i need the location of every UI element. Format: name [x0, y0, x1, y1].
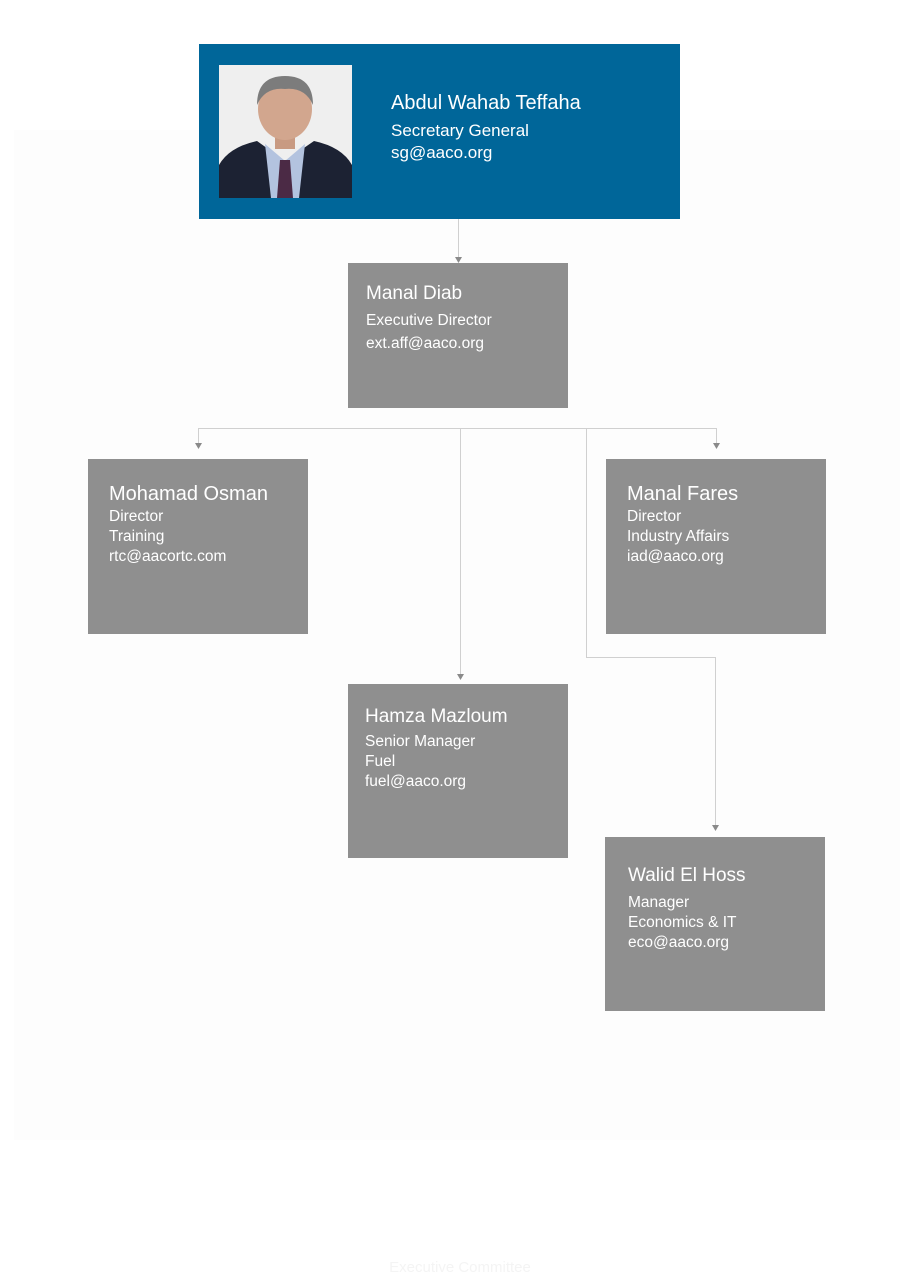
industry-affairs-director-box: Manal Fares Director Industry Affairs ia…	[606, 459, 826, 634]
person-department: Training	[109, 528, 165, 545]
person-title: Director	[627, 508, 682, 525]
person-name: Manal Fares	[627, 483, 739, 505]
person-department: Fuel	[365, 753, 396, 770]
person-name: Manal Diab	[366, 283, 463, 304]
economics-manager-box: Walid El Hoss Manager Economics & IT eco…	[605, 837, 825, 1011]
person-name: Mohamad Osman	[109, 483, 268, 505]
person-title: Manager	[628, 894, 690, 911]
secretary-general-box: Abdul Wahab Teffaha Secretary General sg…	[199, 44, 680, 219]
person-department: Industry Affairs	[627, 528, 730, 545]
person-title: Director	[109, 508, 164, 525]
person-name: Abdul Wahab Teffaha	[391, 92, 581, 114]
person-department: Economics & IT	[628, 914, 737, 931]
training-director-box: Mohamad Osman Director Training rtc@aaco…	[88, 459, 308, 634]
person-email[interactable]: fuel@aaco.org	[365, 773, 467, 790]
person-name: Walid El Hoss	[628, 865, 746, 886]
person-email[interactable]: sg@aaco.org	[391, 143, 493, 162]
executive-director-box: Manal Diab Executive Director ext.aff@aa…	[348, 263, 568, 408]
person-title: Secretary General	[391, 121, 529, 140]
person-title: Senior Manager	[365, 733, 476, 750]
person-email[interactable]: iad@aaco.org	[627, 548, 724, 565]
profile-photo	[219, 65, 352, 198]
fuel-manager-box: Hamza Mazloum Senior Manager Fuel fuel@a…	[348, 684, 568, 858]
footer-caption: Executive Committee	[389, 1259, 531, 1276]
person-title: Executive Director	[366, 312, 492, 329]
person-name: Hamza Mazloum	[365, 706, 508, 727]
person-email[interactable]: rtc@aacortc.com	[109, 548, 227, 565]
person-email[interactable]: eco@aaco.org	[628, 934, 730, 951]
person-email[interactable]: ext.aff@aaco.org	[366, 335, 484, 352]
